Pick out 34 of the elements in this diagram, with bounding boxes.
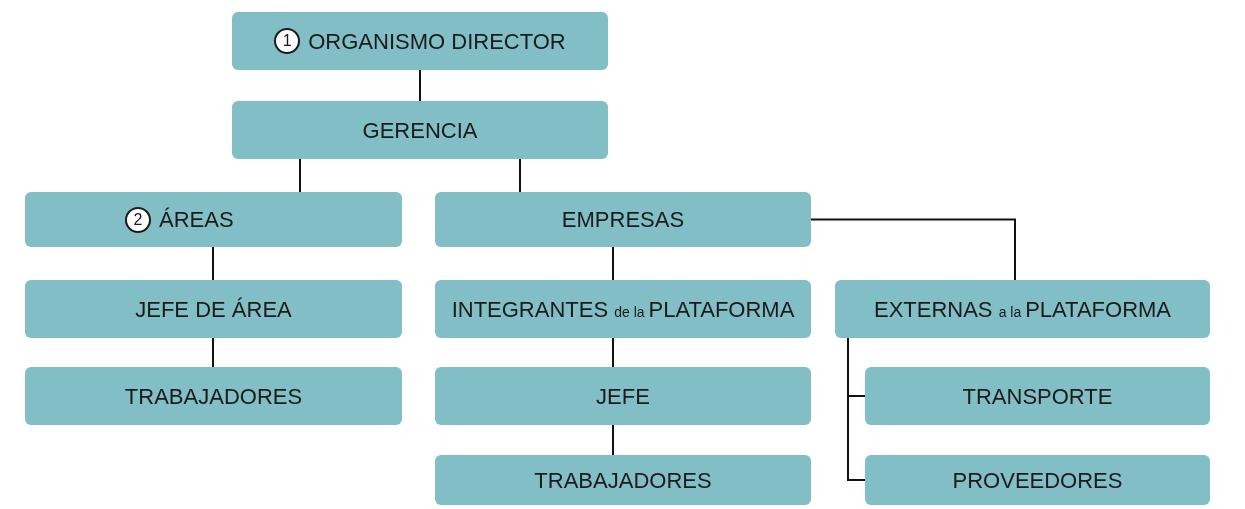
connector-line bbox=[810, 218, 1016, 281]
box-label: ÁREAS bbox=[159, 206, 234, 234]
org-box bbox=[435, 455, 811, 505]
connector-line bbox=[847, 337, 866, 481]
org-box bbox=[435, 192, 811, 247]
box-label: ORGANISMO DIRECTOR bbox=[308, 27, 566, 56]
box-label: EMPRESAS bbox=[561, 206, 685, 234]
box-label: JEFE bbox=[596, 382, 650, 411]
box-label: TRABAJADORES bbox=[534, 466, 712, 495]
box-label: PROVEEDORES bbox=[952, 466, 1123, 495]
org-box bbox=[835, 280, 1210, 338]
connector-line bbox=[419, 69, 421, 102]
org-box bbox=[25, 367, 402, 425]
box-label: TRABAJADORES bbox=[124, 382, 303, 411]
box-label: EXTERNAS a la PLATAFORMA bbox=[873, 295, 1172, 324]
connector-line bbox=[519, 158, 521, 193]
connector-line bbox=[212, 337, 214, 368]
org-box bbox=[232, 101, 608, 159]
org-box bbox=[865, 455, 1210, 505]
org-box bbox=[25, 192, 402, 247]
connector-line bbox=[299, 158, 301, 193]
box-label: TRANSPORTE bbox=[962, 382, 1113, 411]
connector-line bbox=[612, 246, 614, 281]
box-label: JEFE DE ÁREA bbox=[135, 295, 292, 324]
org-box bbox=[435, 367, 811, 425]
org-box bbox=[232, 12, 608, 70]
connector-line bbox=[612, 424, 614, 456]
org-box bbox=[25, 280, 402, 338]
box-label: GERENCIA bbox=[362, 116, 478, 145]
org-box bbox=[435, 280, 811, 338]
connector-line bbox=[612, 337, 614, 368]
connector-line bbox=[212, 246, 214, 281]
box-label: INTEGRANTES de la PLATAFORMA bbox=[451, 295, 795, 324]
org-box bbox=[865, 367, 1210, 425]
